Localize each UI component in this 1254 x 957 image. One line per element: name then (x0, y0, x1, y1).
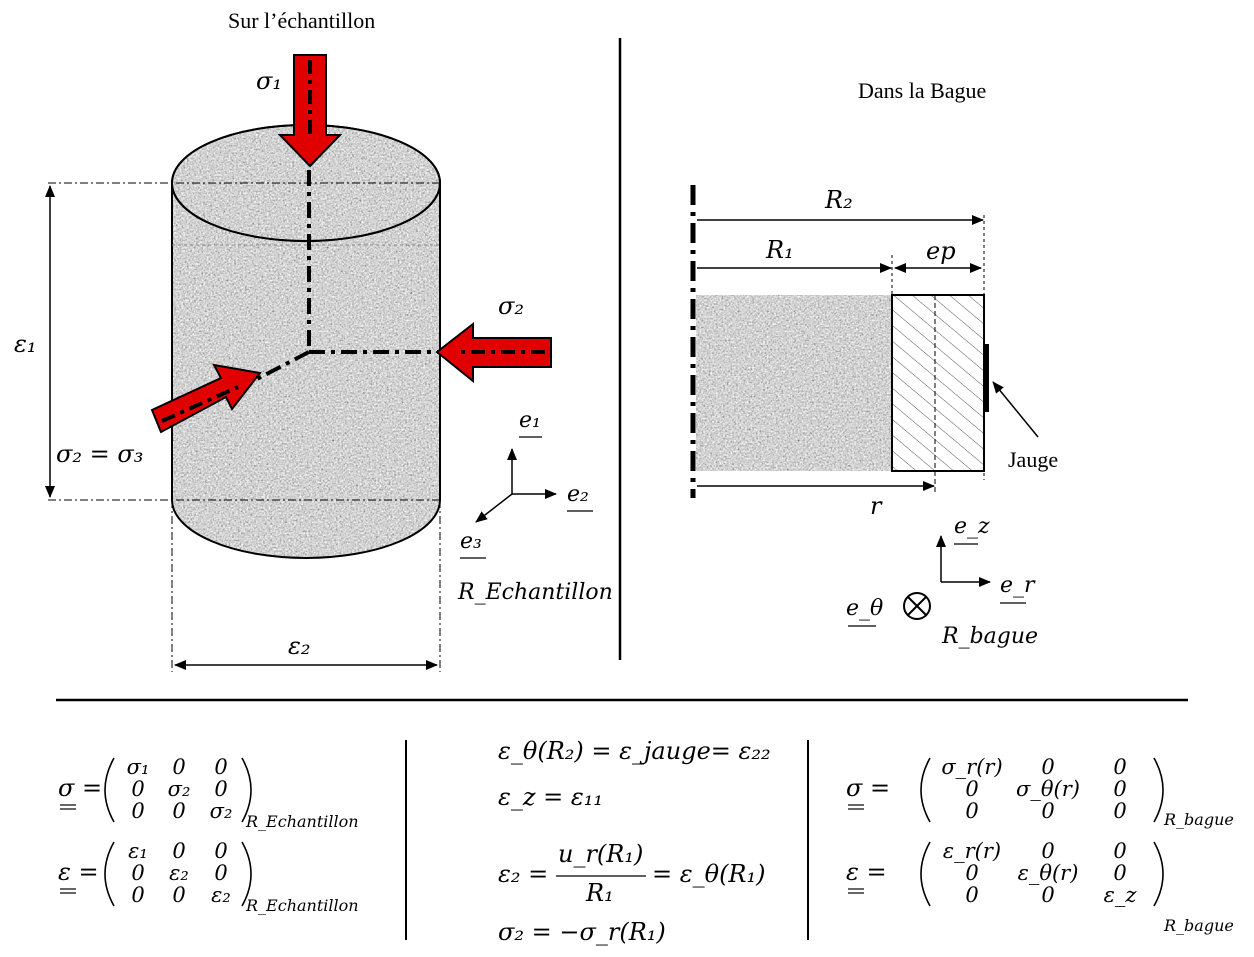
matrix-cell: 0 (131, 799, 145, 823)
matrix-cell: ε₁ (128, 839, 148, 863)
matrix-brackets (104, 757, 1164, 907)
axis-e2-label: e₂ (567, 482, 589, 507)
ring-frame-label: R_bague (942, 624, 1039, 649)
ep-label: ep (926, 237, 956, 265)
matrix-cell: 0 (214, 861, 228, 885)
ring-eps-lhs: ε = (846, 858, 887, 886)
ring-eps-subscript: R_bague (1164, 916, 1234, 935)
eps2-label: ε₂ (288, 632, 311, 660)
matrix-cell: ε_r(r) (942, 839, 1002, 863)
matrix-cell: σ_θ(r) (1016, 777, 1080, 801)
sigma1-arrow (277, 54, 343, 168)
matrix-cell: 0 (1041, 883, 1055, 907)
matrix-cell: ε_θ(r) (1017, 861, 1079, 885)
sigma2-label: σ₂ (498, 292, 525, 320)
relation-ez: ε_z = ε₁₁ (498, 783, 604, 811)
relation-eps2-denominator: R₁ (586, 879, 614, 907)
matrix-cell: σ₂ (167, 777, 191, 801)
relation-eps2-lhs: ε₂ = (498, 860, 549, 888)
matrix-cell: 0 (131, 861, 145, 885)
matrix-cell: 0 (131, 777, 145, 801)
matrix-cell: 0 (172, 755, 186, 779)
matrix-cell: 0 (965, 883, 979, 907)
sample-sigma-lhs: σ = (58, 774, 103, 802)
matrix-cell: σ₁ (126, 755, 150, 779)
gauge-pointer (992, 381, 1039, 438)
matrix-cell: ε_z (1103, 883, 1137, 907)
matrix-cell: 0 (1113, 755, 1127, 779)
tensor-underlines (60, 804, 864, 894)
matrix-cell: 0 (172, 883, 186, 907)
matrix-cell: 0 (1041, 755, 1055, 779)
ring-sigma-lhs: σ = (846, 774, 891, 802)
relation-eps2-rhs: = ε_θ(R₁) (652, 860, 766, 888)
sample-frame-label: R_Echantillon (458, 580, 613, 605)
matrix-cell: 0 (131, 883, 145, 907)
R1-label: R₁ (766, 236, 794, 264)
matrix-cell: 0 (965, 799, 979, 823)
axis-ez-label: e_z (954, 514, 990, 539)
ring-dimension-guides (891, 215, 985, 480)
matrix-cell: 0 (172, 839, 186, 863)
relation-gauge: ε_θ(R₂) = ε_jauge= ε₂₂ (498, 737, 771, 765)
matrix-cell: 0 (1113, 799, 1127, 823)
ring-frame-axes (936, 535, 991, 587)
strain-gauge (984, 344, 989, 412)
sigma2-eq-sigma3-label: σ₂ = σ₃ (56, 440, 144, 468)
gauge-label: Jauge (1008, 447, 1059, 472)
matrix-cell: ε₂ (211, 883, 231, 907)
matrix-cell: 0 (1041, 839, 1055, 863)
axis-e1-label: e₁ (519, 408, 541, 433)
matrix-cell: 0 (965, 861, 979, 885)
sample-panel-title: Sur l’échantillon (228, 8, 376, 33)
matrix-cell: ε₂ (169, 861, 189, 885)
sigma1-label: σ₁ (256, 67, 283, 95)
R2-label: R₂ (825, 186, 853, 214)
sample-eps-subscript: R_Echantillon (246, 896, 359, 915)
matrix-cell: 0 (965, 777, 979, 801)
matrix-cell: 0 (1041, 799, 1055, 823)
vector-underlines (460, 436, 1026, 627)
sigma2-arrow (435, 321, 552, 384)
relation-eps2-numerator: u_r(R₁) (558, 840, 644, 868)
sigma3-arrow (150, 363, 262, 434)
sample-eps-lhs: ε = (58, 858, 99, 886)
dimension-guides (48, 182, 441, 672)
axis-e3-label: e₃ (460, 529, 482, 554)
sample-sigma-subscript: R_Echantillon (246, 812, 359, 831)
matrix-cell: 0 (1113, 777, 1127, 801)
out-of-plane-icon (903, 592, 931, 620)
matrix-cell: 0 (172, 799, 186, 823)
ring-section (696, 294, 985, 492)
relation-sigma2: σ₂ = −σ_r(R₁) (498, 918, 666, 946)
sample-frame-axes (475, 448, 557, 523)
matrix-cell: 0 (214, 839, 228, 863)
matrix-cell: σ_r(r) (941, 755, 1003, 779)
r-label: r (870, 492, 882, 520)
matrix-cell: 0 (214, 755, 228, 779)
ring-panel-title: Dans la Bague (858, 78, 987, 103)
matrix-cell: σ₂ (209, 799, 233, 823)
matrix-cell: 0 (1113, 839, 1127, 863)
ring-sigma-subscript: R_bague (1164, 810, 1234, 829)
eps1-label: ε₁ (14, 330, 37, 358)
axis-etheta-label: e_θ (846, 596, 884, 621)
axis-er-label: e_r (1000, 573, 1035, 598)
cylinder-internal-axes (254, 170, 440, 382)
matrix-cell: 0 (1113, 861, 1127, 885)
matrix-cell: 0 (214, 777, 228, 801)
